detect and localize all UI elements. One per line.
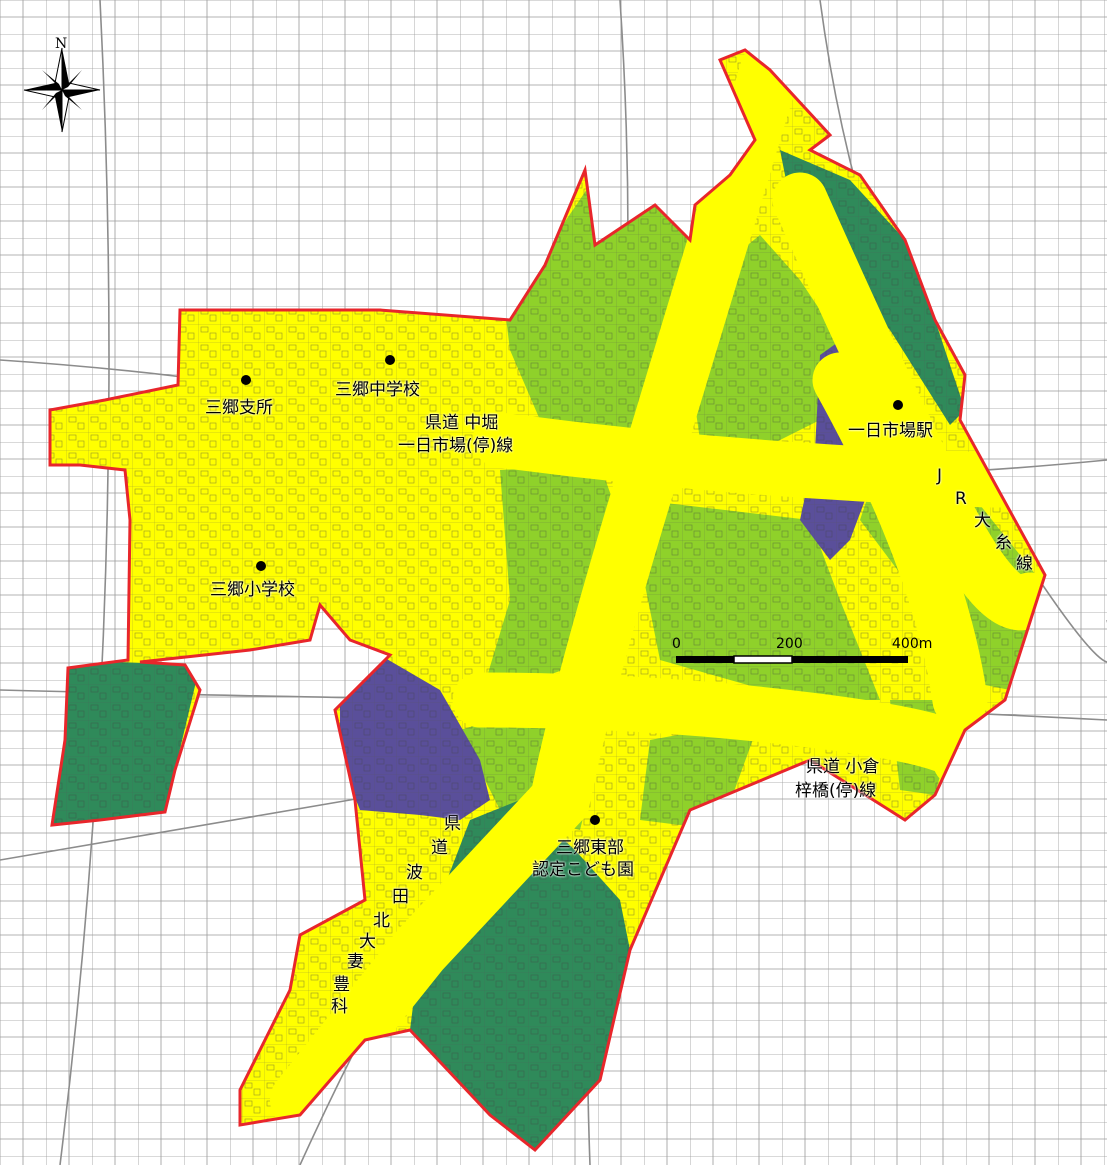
- label-hitoichiba-station: 一日市場駅: [848, 421, 933, 441]
- facility-marker-hitoichiba-station: [893, 400, 903, 410]
- label-road-hatakita-char: 北: [373, 911, 390, 931]
- label-misato-es: 三郷小学校: [210, 580, 295, 600]
- label-road-hatakita-char: 田: [392, 887, 409, 907]
- road-corridors: [270, 50, 1045, 1130]
- label-road-ogura-line2: 梓橋(停)線: [795, 781, 877, 801]
- label-jr-char: 大: [974, 511, 991, 531]
- label-jr-char: 糸: [995, 533, 1012, 553]
- label-road-nakabori-line1: 県道 中堀: [425, 413, 499, 433]
- scale-bar: [676, 655, 908, 664]
- label-kindergarten-line2: 認定こども園: [532, 860, 634, 880]
- label-road-hatakita-char: 道: [431, 838, 448, 858]
- label-jr-char: J: [937, 466, 943, 486]
- label-road-hatakita-char: 科: [331, 997, 348, 1017]
- label-misato-branch: 三郷支所: [205, 398, 273, 418]
- facility-marker-misato-es: [256, 561, 266, 571]
- facility-marker-misato-east-kindergarten: [590, 815, 600, 825]
- label-road-ogura-line1: 県道 小倉: [806, 757, 880, 777]
- compass-north-label: N: [55, 36, 68, 52]
- facility-marker-misato-branch: [241, 375, 251, 385]
- label-road-hatakita-char: 県: [444, 814, 461, 834]
- label-jr-char: 線: [1016, 554, 1033, 574]
- area-boundary: [48, 48, 1047, 1153]
- label-road-nakabori-line2: 一日市場(停)線: [398, 436, 514, 456]
- label-kindergarten-line1: 三郷東部: [556, 838, 624, 858]
- scale-label-0: 0: [672, 636, 681, 652]
- facility-marker-misato-jhs: [385, 355, 395, 365]
- label-road-hatakita-char: 大: [359, 932, 376, 952]
- label-road-hatakita-char: 波: [406, 863, 423, 883]
- label-road-hatakita-char: 豊: [333, 975, 350, 995]
- label-misato-jhs: 三郷中学校: [335, 380, 420, 400]
- compass-rose-icon: [23, 47, 101, 133]
- label-jr-char: R: [955, 489, 967, 509]
- scale-label-200: 200: [776, 636, 803, 652]
- scale-label-400m: 400m: [892, 636, 933, 652]
- label-road-hatakita-char: 妻: [347, 952, 364, 972]
